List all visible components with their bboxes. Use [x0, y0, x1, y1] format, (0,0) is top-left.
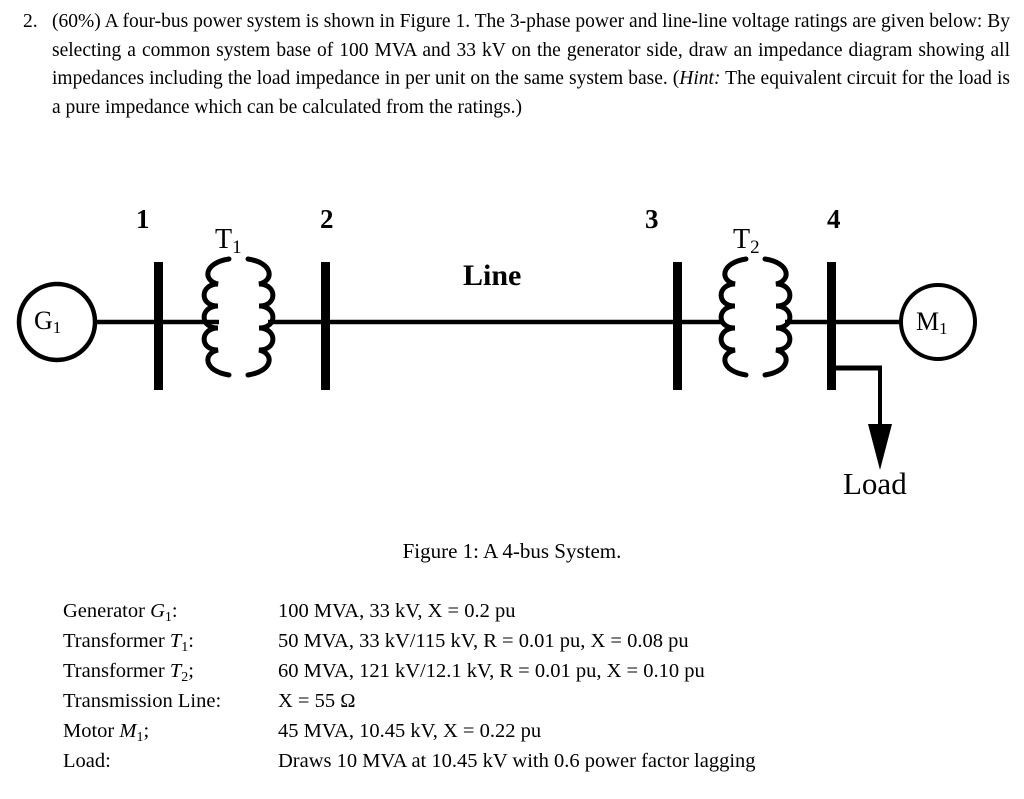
bus-label-1: 1: [136, 204, 150, 234]
transformer-2-primary-winding: [718, 256, 749, 378]
rating-row: Transmission Line: X = 55 Ω: [63, 686, 963, 716]
rating-value: X = 55 Ω: [278, 690, 356, 712]
rating-row: Load: Draws 10 MVA at 10.45 kV with 0.6 …: [63, 746, 963, 776]
rating-value: 60 MVA, 121 kV/12.1 kV, R = 0.01 pu, X =…: [278, 660, 705, 682]
load-arrowhead-icon: [868, 424, 892, 470]
rating-value: 50 MVA, 33 kV/115 kV, R = 0.01 pu, X = 0…: [278, 630, 689, 652]
rating-label-symbol: M: [119, 720, 137, 742]
bus-bar-2: [321, 262, 330, 390]
transformer-1-secondary-winding: [245, 256, 276, 378]
rating-label: Transformer T2;: [63, 656, 278, 689]
motor-symbol: [899, 283, 977, 361]
rating-label-text: Transformer: [63, 630, 170, 652]
rating-label-text: Generator: [63, 600, 151, 622]
generator-label-text: G: [34, 306, 53, 335]
problem-text: (60%) A four-bus power system is shown i…: [52, 8, 1010, 122]
transformer-1-primary-winding: [201, 256, 232, 378]
rating-label-punct: :: [171, 600, 178, 622]
rating-label-text: Transformer: [63, 660, 170, 682]
problem-text-main: (60%) A four-bus power system is shown i…: [52, 11, 1010, 89]
motor-label: M1: [916, 307, 948, 339]
rating-label: Transmission Line:: [63, 686, 278, 719]
rating-label-text: Transmission Line:: [63, 690, 222, 712]
rating-row: Transformer T1: 50 MVA, 33 kV/115 kV, R …: [63, 626, 963, 656]
transformer-1-label-text: T: [215, 224, 233, 255]
rating-row: Generator G1: 100 MVA, 33 kV, X = 0.2 pu: [63, 596, 963, 626]
rating-label: Transformer T1:: [63, 626, 278, 659]
generator-label: G1: [34, 306, 62, 338]
bus-label-3: 3: [645, 204, 659, 234]
motor-label-text: M: [916, 307, 940, 336]
rating-label-punct: :: [188, 630, 194, 652]
transformer-1-label-sub: 1: [232, 237, 242, 258]
transformer-2-secondary-winding: [762, 256, 793, 378]
diagram-svg: [16, 256, 977, 470]
problem-row: 2. (60%) A four-bus power system is show…: [18, 8, 1010, 122]
rating-label-text: Load:: [63, 750, 111, 772]
rating-row: Motor M1; 45 MVA, 10.45 kV, X = 0.22 pu: [63, 716, 963, 746]
bus-label-2: 2: [320, 204, 334, 234]
bus-bar-1: [154, 262, 163, 390]
problem-statement: 2. (60%) A four-bus power system is show…: [18, 8, 1010, 122]
load-label: Load: [843, 466, 907, 501]
rating-value: 100 MVA, 33 kV, X = 0.2 pu: [278, 600, 516, 622]
rating-label-punct: ;: [143, 720, 150, 742]
bus-label-4: 4: [827, 204, 841, 234]
generator-label-sub: 1: [52, 318, 62, 337]
transformer-1-label: T1: [215, 224, 242, 259]
transformer-2-label-text: T: [733, 224, 751, 255]
rating-label-punct: ;: [188, 660, 194, 682]
bus-bar-4: [827, 262, 836, 390]
rating-label-subscript: 1: [181, 640, 189, 655]
motor-label-sub: 1: [939, 319, 948, 338]
rating-label-symbol: G: [150, 600, 165, 622]
rating-label: Motor M1;: [63, 716, 278, 749]
rating-label-subscript: 2: [181, 670, 189, 685]
load-branch: [830, 365, 892, 470]
rating-row: Transformer T2; 60 MVA, 121 kV/12.1 kV, …: [63, 656, 963, 686]
problem-text-tail: The equivalent circuit for the load is a…: [52, 68, 1010, 118]
transformer-2-label: T2: [733, 224, 760, 259]
one-line-diagram: 1 T1 2 Line 3 T2 4 G1 M1 Load: [0, 180, 1024, 520]
problem-hint-label: Hint:: [679, 68, 721, 89]
rating-value: 45 MVA, 10.45 kV, X = 0.22 pu: [278, 720, 542, 742]
figure-caption: Figure 1: A 4-bus System.: [402, 539, 622, 563]
rating-label-subscript: 1: [164, 610, 172, 625]
rating-label: Load:: [63, 746, 278, 779]
rating-label-symbol: T: [169, 660, 182, 682]
rating-value: Draws 10 MVA at 10.45 kV with 0.6 power …: [278, 750, 756, 772]
transformer-2-label-sub: 2: [750, 237, 760, 258]
transmission-line-label: Line: [463, 259, 522, 292]
rating-label-subscript: 1: [136, 730, 144, 745]
bus-bar-3: [673, 262, 682, 390]
rating-label-text: Motor: [63, 720, 120, 742]
ratings-list: Generator G1: 100 MVA, 33 kV, X = 0.2 pu…: [63, 596, 963, 776]
rating-label: Generator G1:: [63, 596, 278, 629]
problem-number: 2.: [23, 11, 38, 32]
rating-label-symbol: T: [169, 630, 182, 652]
